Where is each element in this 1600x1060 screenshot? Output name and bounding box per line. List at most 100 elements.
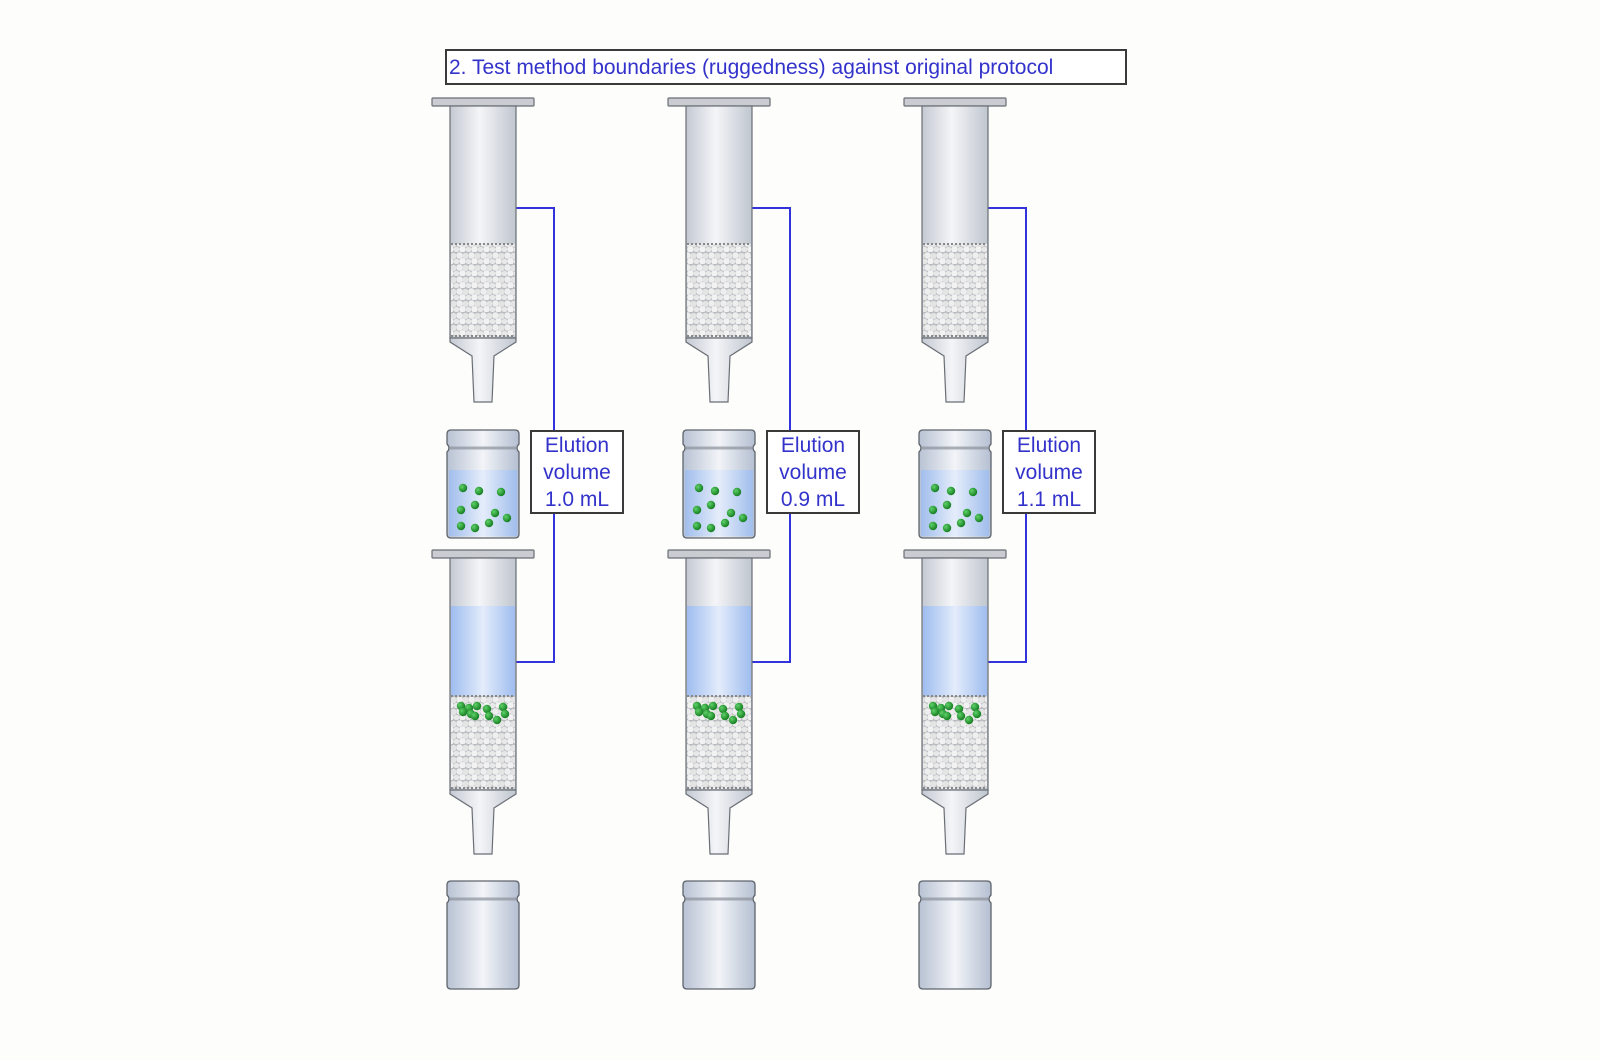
analyte-dot: [484, 711, 494, 721]
sorbent-bed: [451, 244, 515, 336]
cartridge-flange: [431, 97, 535, 107]
cartridge-tip: [449, 789, 517, 855]
column-set-3: [903, 97, 1027, 990]
analyte-dot: [496, 487, 506, 497]
label-text: Elution: [780, 433, 846, 457]
analyte-dot: [456, 521, 466, 531]
label-text: volume: [1015, 460, 1083, 484]
analyte-dot: [490, 508, 500, 518]
cartridge-elution: [667, 549, 771, 855]
cartridge-tip: [685, 337, 753, 403]
sample-vial: [682, 429, 756, 539]
analyte-dot: [728, 715, 738, 725]
label-text: volume: [543, 460, 611, 484]
cartridge-flange: [667, 549, 771, 559]
analyte-dot: [956, 518, 966, 528]
sorbent-bed: [923, 244, 987, 336]
elution-volume-label: Elution volume 0.9 mL: [766, 430, 860, 514]
analyte-dot: [456, 505, 466, 515]
analyte-dot: [500, 709, 510, 719]
collection-vial: [918, 880, 992, 990]
analyte-dot: [470, 711, 480, 721]
cartridge-tip: [921, 337, 989, 403]
collection-vial: [446, 880, 520, 990]
analyte-dot: [954, 704, 964, 714]
label-text: 1.1 mL: [1016, 487, 1082, 511]
column-set-1: [431, 97, 555, 990]
vial-body: [682, 880, 756, 990]
analyte-dot: [718, 704, 728, 714]
cartridge-loading: [903, 97, 1007, 403]
solvent-layer: [923, 606, 987, 696]
sample-vial: [918, 429, 992, 539]
analyte-dot: [962, 508, 972, 518]
analyte-dot: [970, 702, 980, 712]
analyte-dot: [498, 702, 508, 712]
label-text: 0.9 mL: [780, 487, 846, 511]
analyte-dot: [968, 487, 978, 497]
sample-vial: [446, 429, 520, 539]
analyte-dot: [502, 513, 512, 523]
analyte-dot: [942, 500, 952, 510]
analyte-dot: [972, 709, 982, 719]
label-text: Elution: [1016, 433, 1082, 457]
analyte-dot: [928, 521, 938, 531]
analyte-dot: [732, 487, 742, 497]
analyte-dot: [470, 500, 480, 510]
analyte-dot: [710, 486, 720, 496]
solvent-layer: [687, 606, 751, 696]
column-set-2: [667, 97, 791, 990]
analyte-dot: [484, 518, 494, 528]
analyte-dot: [472, 701, 482, 711]
analyte-dot: [692, 505, 702, 515]
analyte-dot: [944, 701, 954, 711]
analyte-dot: [964, 715, 974, 725]
analyte-dot: [974, 513, 984, 523]
analyte-dot: [734, 702, 744, 712]
analyte-dot: [706, 500, 716, 510]
analyte-dot: [470, 523, 480, 533]
collection-vial: [682, 880, 756, 990]
analyte-dot: [474, 486, 484, 496]
analyte-dot: [928, 505, 938, 515]
vial-body: [446, 880, 520, 990]
cartridge-tip: [685, 789, 753, 855]
analyte-dot: [482, 704, 492, 714]
analyte-dot: [706, 711, 716, 721]
cartridge-flange: [903, 549, 1007, 559]
title-box: 2. Test method boundaries (ruggedness) a…: [445, 49, 1127, 85]
analyte-dot: [736, 709, 746, 719]
cartridge-elution: [903, 549, 1007, 855]
analyte-dot: [956, 711, 966, 721]
cartridge-flange: [903, 97, 1007, 107]
solvent-layer: [451, 606, 515, 696]
cartridge-tip: [449, 337, 517, 403]
cartridge-elution: [431, 549, 535, 855]
analyte-dot: [930, 707, 940, 717]
analyte-dot: [458, 483, 468, 493]
analyte-dot: [720, 711, 730, 721]
analyte-dot: [946, 486, 956, 496]
analyte-dot: [726, 508, 736, 518]
analyte-dot: [942, 523, 952, 533]
analyte-dot: [942, 711, 952, 721]
analyte-dot: [458, 707, 468, 717]
label-text: 1.0 mL: [544, 487, 610, 511]
elution-volume-label: Elution volume 1.0 mL: [530, 430, 624, 514]
sorbent-bed: [687, 244, 751, 336]
analyte-dot: [720, 518, 730, 528]
cartridge-loading: [667, 97, 771, 403]
elution-volume-label: Elution volume 1.1 mL: [1002, 430, 1096, 514]
analyte-dot: [930, 483, 940, 493]
analyte-dot: [706, 523, 716, 533]
analyte-dot: [692, 521, 702, 531]
cartridge-loading: [431, 97, 535, 403]
label-text: volume: [779, 460, 847, 484]
cartridge-flange: [667, 97, 771, 107]
vial-body: [918, 880, 992, 990]
analyte-dot: [738, 513, 748, 523]
analyte-dot: [694, 483, 704, 493]
label-text: Elution: [544, 433, 610, 457]
analyte-dot: [708, 701, 718, 711]
